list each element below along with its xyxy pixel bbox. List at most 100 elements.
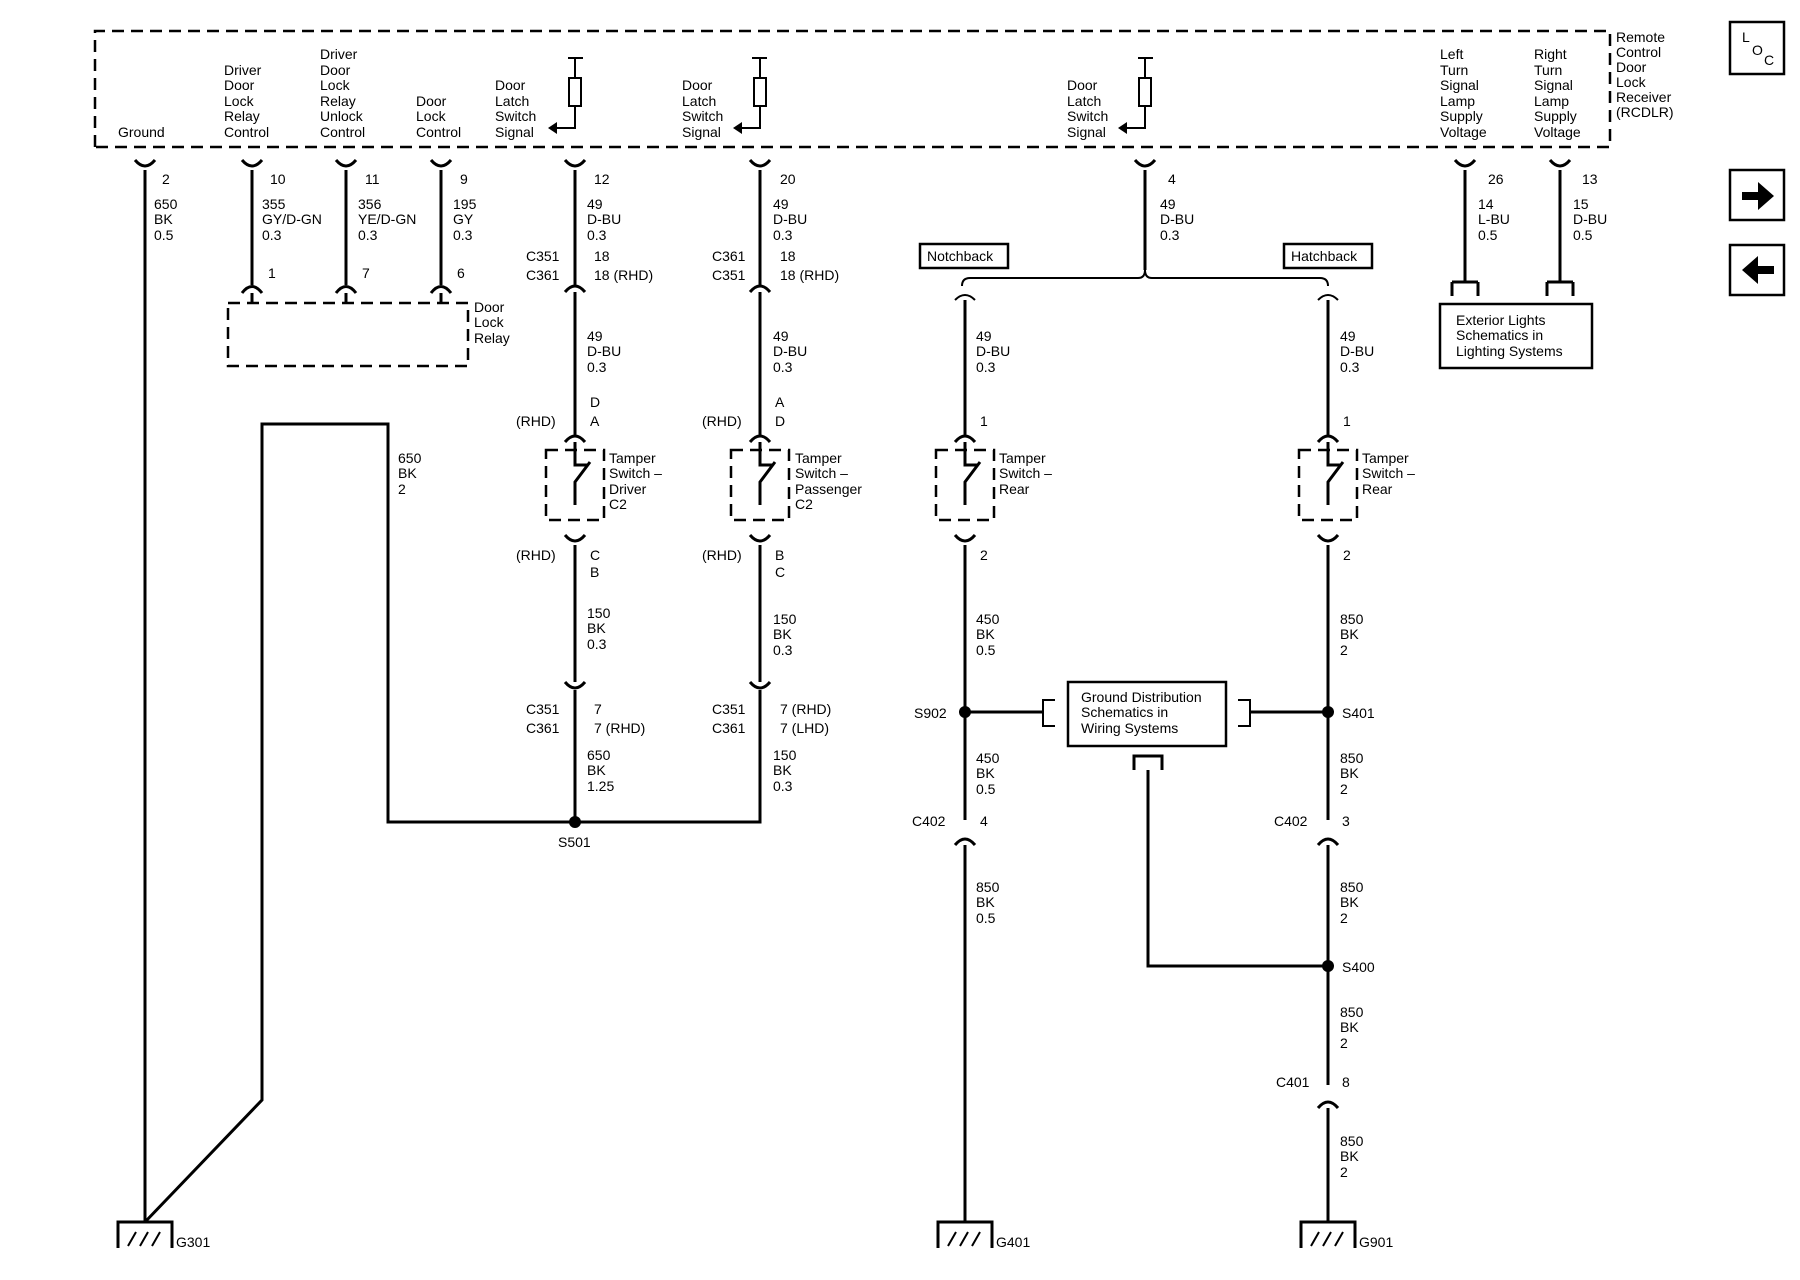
svg-text:356: 356 [358, 196, 382, 212]
svg-text:Door: Door [1616, 59, 1647, 75]
ground-distribution-reference[interactable]: Ground Distribution Schematics in Wiring… [1042, 680, 1251, 770]
svg-text:Control: Control [416, 124, 461, 140]
svg-text:850: 850 [1340, 611, 1364, 627]
back-button[interactable] [1728, 243, 1786, 297]
svg-text:Control: Control [224, 124, 269, 140]
pin-cups [133, 158, 1575, 1110]
svg-text:6: 6 [457, 265, 465, 281]
svg-text:GY/D-GN: GY/D-GN [262, 211, 322, 227]
svg-text:Wiring Systems: Wiring Systems [1081, 720, 1178, 736]
svg-text:20: 20 [780, 171, 796, 187]
svg-text:D-BU: D-BU [587, 211, 621, 227]
svg-text:S400: S400 [1342, 959, 1375, 975]
wire-label-latch2-mid: 49D-BU0.3 [773, 328, 807, 375]
svg-text:Door: Door [682, 77, 713, 93]
option-notchback-label: Notchback [918, 242, 1010, 270]
svg-text:G401: G401 [996, 1234, 1030, 1250]
pullup-resistor-latch-3 [1118, 57, 1153, 134]
svg-text:Door: Door [224, 77, 255, 93]
svg-text:G301: G301 [176, 1234, 210, 1250]
svg-text:Driver: Driver [224, 62, 262, 78]
wire-label-latch3-top: 49D-BU0.3 [1160, 196, 1194, 243]
svg-text:BK: BK [587, 762, 606, 778]
svg-text:850: 850 [976, 879, 1000, 895]
svg-text:13: 13 [1582, 171, 1598, 187]
svg-text:Lighting Systems: Lighting Systems [1456, 343, 1563, 359]
svg-text:B: B [775, 547, 784, 563]
svg-text:BK: BK [976, 626, 995, 642]
pullup-resistor-latch-2 [733, 57, 767, 134]
svg-text:BK: BK [587, 620, 606, 636]
pin-label-latch-3: Door Latch Switch Signal [1067, 77, 1108, 140]
svg-text:18: 18 [780, 248, 796, 264]
svg-text:Signal: Signal [682, 124, 721, 140]
svg-text:2: 2 [1340, 642, 1348, 658]
svg-text:1: 1 [1343, 413, 1351, 429]
svg-text:(RHD): (RHD) [516, 413, 556, 429]
svg-text:Turn: Turn [1440, 62, 1468, 78]
svg-text:C361: C361 [526, 267, 560, 283]
svg-text:Signal: Signal [495, 124, 534, 140]
svg-text:Door: Door [416, 93, 447, 109]
svg-text:Switch: Switch [682, 108, 723, 124]
exterior-lights-reference[interactable]: Exterior Lights Schematics in Lighting S… [1438, 302, 1594, 370]
svg-text:Control: Control [1616, 44, 1661, 60]
svg-text:B: B [590, 564, 599, 580]
svg-text:49: 49 [1340, 328, 1356, 344]
svg-text:7 (RHD): 7 (RHD) [780, 701, 831, 717]
svg-text:0.3: 0.3 [773, 227, 793, 243]
svg-text:S401: S401 [1342, 705, 1375, 721]
svg-text:Lock: Lock [1616, 74, 1647, 90]
svg-text:0.3: 0.3 [358, 227, 378, 243]
svg-text:Driver: Driver [609, 481, 647, 497]
splice-s400: S400 [1322, 959, 1375, 975]
svg-text:D: D [590, 394, 600, 410]
tamper-switch-passenger: Tamper Switch – Passenger C2 A D (RHD) B… [702, 394, 862, 580]
svg-text:7: 7 [594, 701, 602, 717]
tamper-switch-driver: Tamper Switch – Driver C2 D A (RHD) C B … [516, 394, 662, 580]
svg-text:14: 14 [1478, 196, 1494, 212]
svg-text:Lamp: Lamp [1534, 93, 1569, 109]
svg-text:Tamper: Tamper [1362, 450, 1409, 466]
svg-text:S501: S501 [558, 834, 591, 850]
wire-label-latch1-mid: 49D-BU0.3 [587, 328, 621, 375]
splice-s902: S902 [914, 705, 971, 721]
svg-text:850: 850 [1340, 1004, 1364, 1020]
svg-text:0.3: 0.3 [1340, 359, 1360, 375]
svg-text:Lamp: Lamp [1440, 93, 1475, 109]
pin-label-ground: Ground [118, 124, 165, 140]
svg-text:Tamper: Tamper [999, 450, 1046, 466]
svg-text:O: O [1752, 42, 1763, 58]
svg-text:0.3: 0.3 [976, 359, 996, 375]
pullup-resistor-latch-1 [548, 57, 583, 134]
forward-button[interactable] [1728, 168, 1786, 222]
svg-text:Supply: Supply [1440, 108, 1483, 124]
svg-text:Relay: Relay [320, 93, 356, 109]
svg-text:C361: C361 [712, 248, 746, 264]
svg-text:C351: C351 [712, 701, 746, 717]
wire-paths [143, 170, 1562, 1224]
pin-label-driver-lock: Driver Door Lock Relay Control [224, 62, 269, 140]
svg-text:2: 2 [980, 547, 988, 563]
svg-text:D-BU: D-BU [1340, 343, 1374, 359]
svg-text:Lock: Lock [320, 77, 351, 93]
svg-text:2: 2 [1340, 781, 1348, 797]
svg-text:Turn: Turn [1534, 62, 1562, 78]
svg-text:Unlock: Unlock [320, 108, 364, 124]
svg-text:2: 2 [1340, 910, 1348, 926]
svg-text:49: 49 [1160, 196, 1176, 212]
svg-text:49: 49 [587, 328, 603, 344]
svg-text:Schematics in: Schematics in [1456, 327, 1543, 343]
svg-text:D-BU: D-BU [976, 343, 1010, 359]
svg-text:Rear: Rear [999, 481, 1030, 497]
pin-label-door-lock: Door Lock Control [416, 93, 461, 140]
svg-text:650: 650 [398, 450, 422, 466]
svg-text:Schematics in: Schematics in [1081, 704, 1168, 720]
svg-text:Control: Control [320, 124, 365, 140]
splice-s401: S401 [1322, 705, 1375, 721]
pin-label-left-turn: Left Turn Signal Lamp Supply Voltage [1440, 46, 1487, 140]
